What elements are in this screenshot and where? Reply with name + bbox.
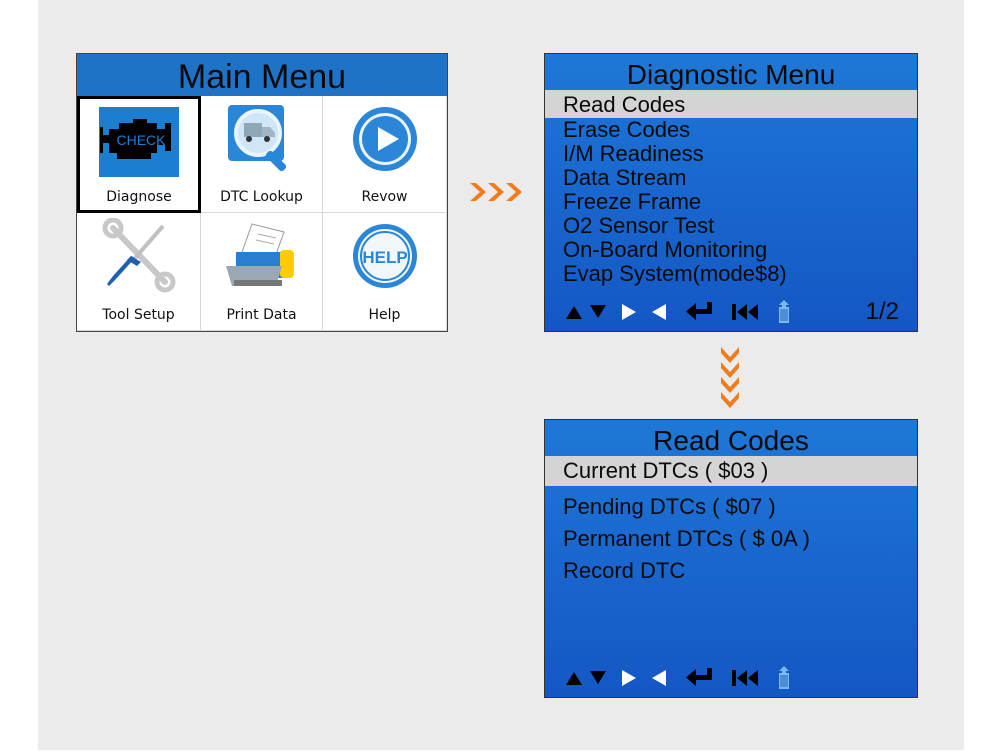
wrench-screwdriver-icon — [99, 218, 179, 293]
flow-arrow-down-icon — [720, 347, 740, 414]
menu-item-label: Tool Setup — [102, 307, 175, 323]
diagnostic-menu-screen: Diagnostic Menu Read Codes Erase Codes I… — [544, 53, 918, 332]
read-codes-screen: Read Codes Current DTCs ( $03 ) Pending … — [544, 419, 918, 698]
page-indicator: 1/2 — [865, 298, 899, 325]
menu-item-record-dtc[interactable]: Record DTC — [563, 558, 686, 583]
menu-item-permanent-dtcs[interactable]: Permanent DTCs ( $ 0A ) — [563, 526, 810, 551]
menu-item-current-dtcs[interactable]: Current DTCs ( $03 ) — [545, 456, 917, 486]
svg-text:CHECK: CHECK — [116, 132, 166, 148]
menu-item-read-codes[interactable]: Read Codes — [545, 90, 917, 118]
menu-item-dtc-lookup[interactable]: DTC Lookup — [201, 96, 323, 213]
left-arrow-icon[interactable] — [651, 666, 667, 690]
read-codes-title: Read Codes — [653, 425, 809, 456]
navigation-toolbar — [565, 665, 791, 691]
right-arrow-icon[interactable] — [621, 666, 637, 690]
menu-item-label: Print Data — [226, 307, 297, 323]
menu-item-label: Help — [368, 307, 401, 323]
menu-item-data-stream[interactable]: Data Stream — [563, 165, 687, 190]
back-icon[interactable] — [731, 666, 759, 690]
menu-item-label: Revow — [361, 189, 408, 205]
up-arrow-icon[interactable] — [565, 666, 583, 690]
menu-item-revow[interactable]: Revow — [323, 96, 447, 213]
enter-icon[interactable] — [685, 666, 713, 690]
down-arrow-icon[interactable] — [589, 666, 607, 690]
menu-item-evap-system[interactable]: Evap System(mode$8) — [563, 261, 787, 286]
diagnostic-menu-title: Diagnostic Menu — [626, 59, 836, 90]
play-circle-icon — [345, 102, 425, 176]
check-engine-icon: CHECK — [99, 105, 179, 179]
truck-magnifier-icon — [222, 102, 302, 176]
menu-item-o2-sensor-test[interactable]: O2 Sensor Test — [563, 213, 715, 238]
right-arrow-icon[interactable] — [621, 300, 637, 324]
menu-item-on-board-monitoring[interactable]: On-Board Monitoring — [563, 237, 768, 262]
menu-item-label: Diagnose — [106, 189, 172, 205]
menu-item-im-readiness[interactable]: I/M Readiness — [563, 141, 704, 166]
back-icon[interactable] — [731, 300, 759, 324]
menu-item-print-data[interactable]: Print Data — [201, 213, 323, 331]
svg-text:HELP: HELP — [362, 248, 407, 267]
flow-arrow-right-icon — [470, 181, 526, 208]
navigation-toolbar — [565, 299, 791, 325]
menu-item-tool-setup[interactable]: Tool Setup — [77, 213, 201, 331]
main-menu-grid: CHECK Diagnose DTC Lookup — [77, 96, 447, 331]
menu-item-pending-dtcs[interactable]: Pending DTCs ( $07 ) — [563, 494, 776, 519]
up-arrow-icon[interactable] — [565, 300, 583, 324]
save-icon[interactable] — [777, 666, 791, 690]
down-arrow-icon[interactable] — [589, 300, 607, 324]
printer-icon — [222, 219, 302, 293]
help-circle-icon: HELP — [345, 219, 425, 293]
left-arrow-icon[interactable] — [651, 300, 667, 324]
menu-item-freeze-frame[interactable]: Freeze Frame — [563, 189, 702, 214]
main-menu-screen: Main Menu CHECK Diagnose — [76, 53, 448, 332]
menu-item-diagnose[interactable]: CHECK Diagnose — [77, 96, 201, 213]
menu-item-help[interactable]: HELP Help — [323, 213, 447, 331]
menu-item-erase-codes[interactable]: Erase Codes — [563, 117, 691, 142]
menu-item-label: DTC Lookup — [220, 189, 303, 205]
save-icon[interactable] — [777, 300, 791, 324]
enter-icon[interactable] — [685, 300, 713, 324]
main-menu-title: Main Menu — [77, 54, 447, 96]
